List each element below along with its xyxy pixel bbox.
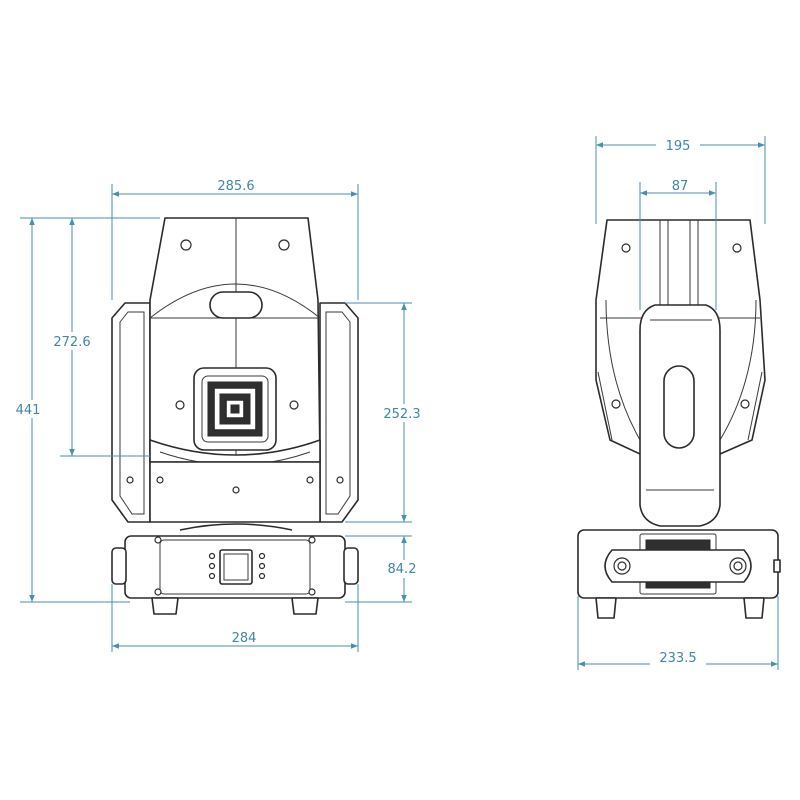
dim-side-inner-width: 87 bbox=[672, 179, 689, 194]
dim-head-width: 285.6 bbox=[217, 179, 254, 194]
dim-head-height: 272.6 bbox=[53, 335, 90, 350]
dim-total-height: 441 bbox=[16, 403, 41, 418]
front-lower-body bbox=[126, 461, 344, 531]
front-yoke bbox=[111, 302, 359, 523]
dim-base-width: 284 bbox=[232, 631, 257, 646]
front-dimensions: 285.6 441 272.6 252.3 84.2 bbox=[12, 179, 432, 652]
side-yoke bbox=[639, 304, 721, 527]
side-base bbox=[577, 529, 781, 619]
front-base bbox=[111, 535, 359, 615]
dim-arm-height: 252.3 bbox=[383, 407, 420, 422]
side-dimensions: 195 87 233.5 bbox=[577, 136, 779, 670]
dim-side-base-width: 233.5 bbox=[659, 651, 696, 666]
front-head bbox=[149, 217, 321, 466]
dim-base-height: 84.2 bbox=[388, 562, 417, 577]
front-view: 285.6 441 272.6 252.3 84.2 bbox=[12, 179, 432, 652]
side-view: 195 87 233.5 bbox=[577, 136, 781, 670]
dim-side-head-width: 195 bbox=[666, 139, 691, 154]
